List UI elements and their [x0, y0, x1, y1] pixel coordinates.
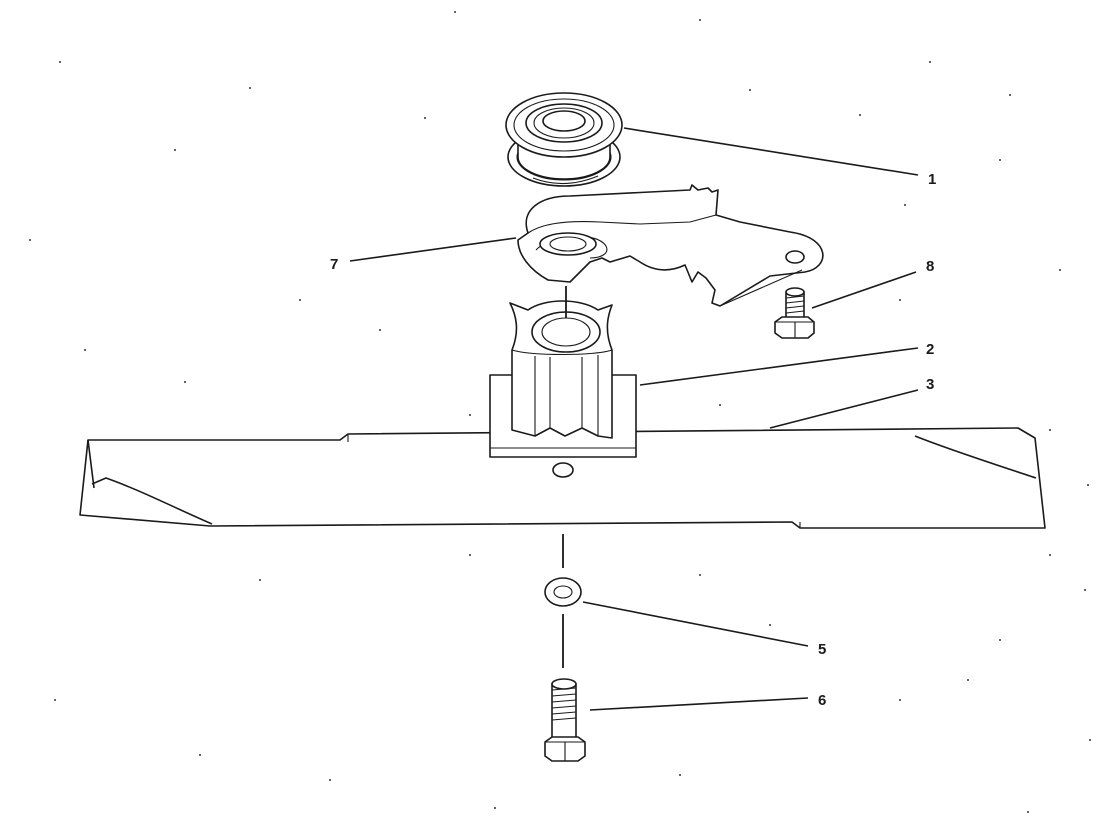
callout-6: 6	[818, 692, 826, 709]
blade-bolt-part	[544, 678, 586, 762]
callout-8: 8	[926, 258, 934, 275]
leader-2	[639, 347, 919, 386]
background-specks	[29, 11, 1091, 813]
callout-1: 1	[928, 171, 936, 188]
leader-3	[769, 389, 919, 429]
callout-5: 5	[818, 641, 826, 658]
callout-7: 7	[330, 256, 338, 273]
leader-lines	[349, 127, 919, 711]
washer-part	[544, 577, 582, 607]
assembly-center-lines	[562, 286, 567, 668]
leader-8	[811, 271, 917, 309]
leader-6	[589, 697, 809, 711]
leader-7	[349, 237, 517, 262]
blade-adapter-part	[489, 300, 637, 478]
pulley-part	[505, 92, 623, 187]
guard-bolt-part	[774, 287, 815, 339]
blade-part	[79, 427, 1046, 529]
belt-guard-part	[517, 184, 824, 307]
leader-1	[623, 127, 919, 176]
leader-5	[582, 601, 809, 647]
callout-labels: 1 2 3 5 6 7 8	[330, 171, 936, 709]
callout-2: 2	[926, 341, 934, 358]
callout-3: 3	[926, 376, 934, 393]
